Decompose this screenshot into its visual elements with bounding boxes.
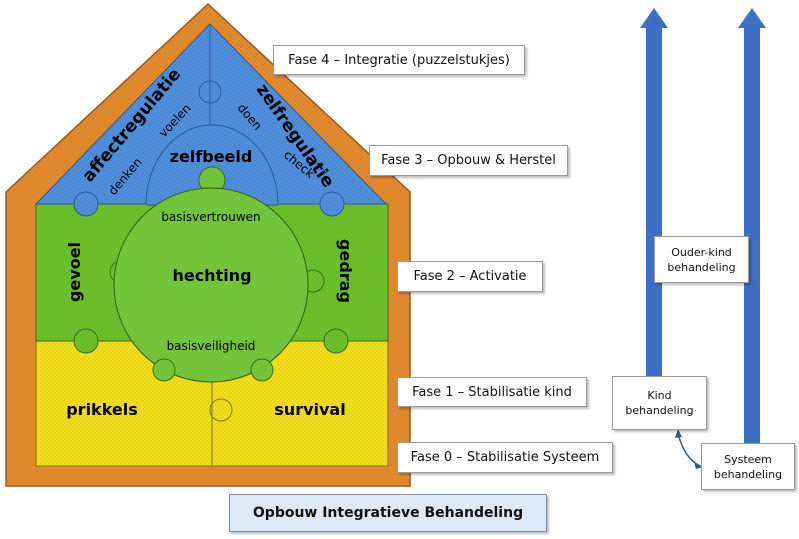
system-arrow bbox=[738, 8, 766, 444]
phase-4-label: Fase 4 – Integratie (puzzelstukjes) bbox=[273, 45, 525, 75]
basisvertrouwen-label: basisvertrouwen bbox=[161, 210, 260, 224]
phase-3-label: Fase 3 – Opbouw & Herstel bbox=[369, 145, 568, 176]
phase-0-label: Fase 0 – Stabilisatie Systeem bbox=[397, 442, 613, 473]
prikkels-label: prikkels bbox=[66, 400, 138, 419]
phase-1-label: Fase 1 – Stabilisatie kind bbox=[397, 377, 587, 407]
gevoel-label: gevoel bbox=[65, 242, 84, 302]
phase-2-label: Fase 2 – Activatie bbox=[397, 261, 543, 292]
diagram-caption: Opbouw Integratieve Behandeling bbox=[229, 494, 547, 532]
gedrag-label: gedrag bbox=[336, 239, 355, 303]
survival-label: survival bbox=[274, 400, 345, 419]
system-treatment-box: Systeem behandeling bbox=[701, 443, 795, 490]
parent-child-treatment-box: Ouder-kind behandeling bbox=[654, 236, 749, 283]
link-arrow bbox=[675, 429, 703, 469]
hechting-label: hechting bbox=[172, 266, 251, 285]
parent-child-arrow bbox=[640, 8, 668, 376]
child-treatment-box: Kind behandeling bbox=[612, 376, 707, 430]
zelfbeeld-label: zelfbeeld bbox=[170, 147, 253, 166]
basisveiligheid-label: basisveiligheid bbox=[167, 339, 256, 353]
